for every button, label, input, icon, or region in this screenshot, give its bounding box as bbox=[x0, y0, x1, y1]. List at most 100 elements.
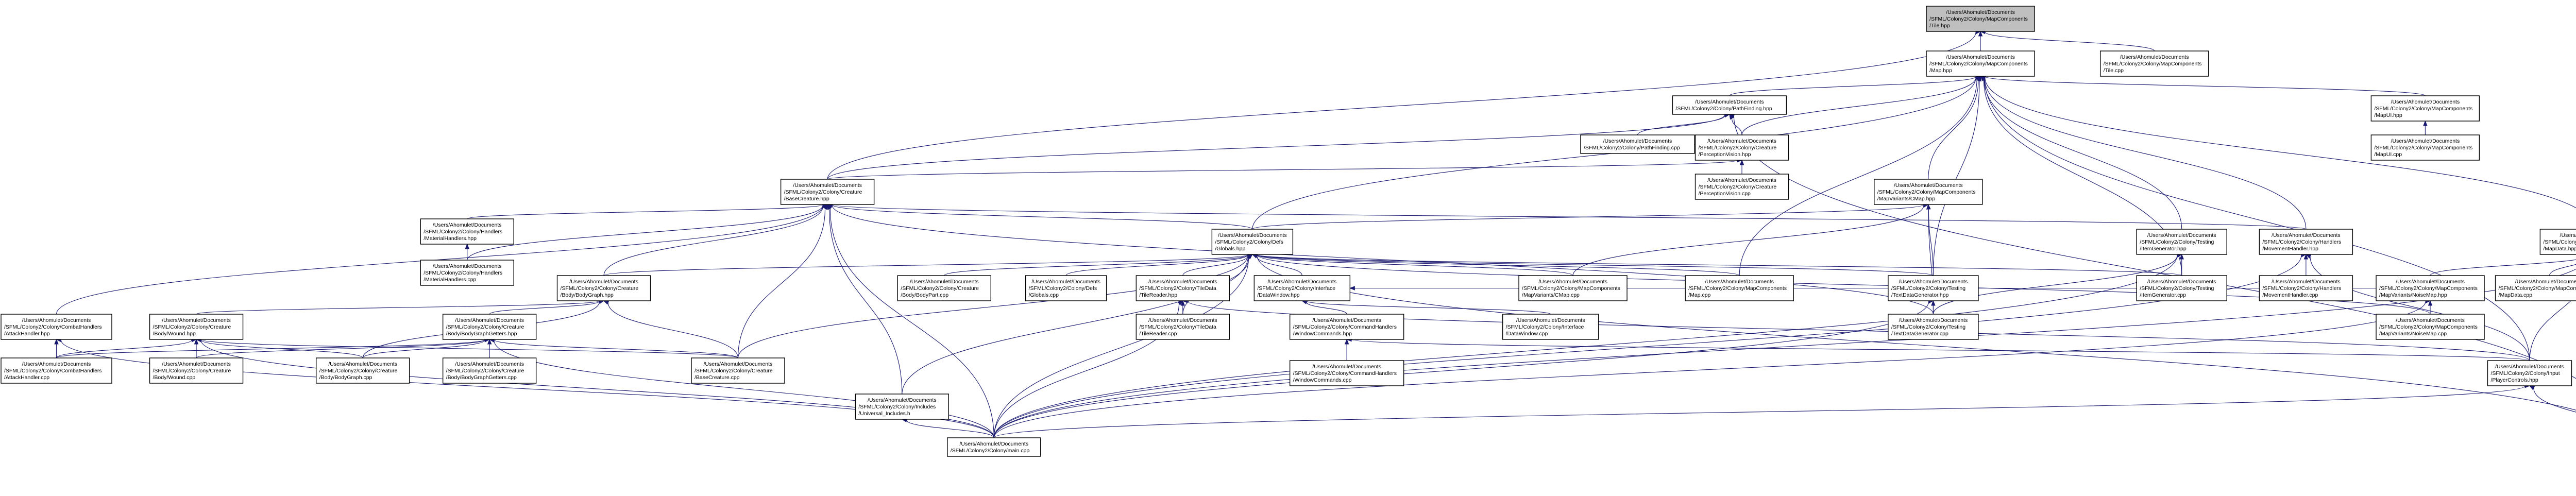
file-node-materialhandlers-hpp[interactable]: /Users/Ahomulet/Documents/SFML/Colony2/C… bbox=[420, 218, 514, 245]
file-node-attackhandler-cpp[interactable]: /Users/Ahomulet/Documents/SFML/Colony2/C… bbox=[1, 357, 112, 384]
file-node-datawindow-cpp[interactable]: /Users/Ahomulet/Documents/SFML/Colony2/C… bbox=[1502, 314, 1599, 340]
node-label-line: /SFML/Colony2/Colony/Handlers bbox=[423, 270, 502, 276]
edge-line bbox=[1256, 256, 1302, 276]
node-label-line: /PlayerControls.hpp bbox=[2490, 377, 2538, 383]
file-node-windowcommands-hpp[interactable]: /Users/Ahomulet/Documents/SFML/Colony2/C… bbox=[1289, 314, 1404, 340]
file-node-bodygraphgetters-hpp[interactable]: /Users/Ahomulet/Documents/SFML/Colony2/C… bbox=[442, 314, 537, 340]
file-node-itemgenerator-cpp[interactable]: /Users/Ahomulet/Documents/SFML/Colony2/C… bbox=[2136, 275, 2227, 301]
edge-line bbox=[993, 257, 1249, 438]
node-label-line: /SFML/Colony2/Colony/Input bbox=[2490, 370, 2560, 377]
node-label-line: /SFML/Colony2/Colony/Defs bbox=[1029, 285, 1097, 292]
include-edge bbox=[1252, 202, 1929, 230]
edge-line bbox=[1351, 339, 2530, 361]
include-edge bbox=[1729, 113, 1742, 135]
include-edge bbox=[2305, 254, 2530, 361]
file-node-pathfinding-cpp[interactable]: /Users/Ahomulet/Documents/SFML/Colony2/C… bbox=[1580, 134, 1695, 154]
file-node-mapui-cpp[interactable]: /Users/Ahomulet/Documents/SFML/Colony2/C… bbox=[2370, 134, 2480, 161]
file-node-tilereader-hpp[interactable]: /Users/Ahomulet/Documents/SFML/Colony2/C… bbox=[1136, 275, 1230, 301]
include-edge bbox=[2179, 253, 2184, 276]
node-label-line: /Users/Ahomulet/Documents bbox=[959, 441, 1028, 447]
edge-line bbox=[2430, 259, 2576, 276]
file-node-movementhandler-cpp[interactable]: /Users/Ahomulet/Documents/SFML/Colony2/C… bbox=[2259, 275, 2353, 301]
file-node-pathfinding-hpp[interactable]: /Users/Ahomulet/Documents/SFML/Colony2/C… bbox=[1672, 95, 1787, 115]
edge-line bbox=[196, 339, 485, 358]
node-label-line: /SFML/Colony2/Colony/MapComponents bbox=[2374, 145, 2472, 151]
file-node-globals-cpp[interactable]: /Users/Ahomulet/Documents/SFML/Colony2/C… bbox=[1025, 275, 1107, 301]
file-node-textdatagenerator-hpp[interactable]: /Users/Ahomulet/Documents/SFML/Colony2/C… bbox=[1888, 275, 1979, 301]
edge-line bbox=[1985, 76, 2426, 96]
file-node-map-cpp[interactable]: /Users/Ahomulet/Documents/SFML/Colony2/C… bbox=[1685, 275, 1794, 301]
node-label-line: /Universal_Includes.h bbox=[858, 411, 910, 417]
file-node-bodygraph-hpp[interactable]: /Users/Ahomulet/Documents/SFML/Colony2/C… bbox=[556, 275, 651, 301]
edge-line bbox=[1252, 204, 1924, 230]
include-edge bbox=[1979, 76, 2182, 230]
file-node-mapdata-cpp[interactable]: /Users/Ahomulet/Documents/SFML/Colony2/C… bbox=[2495, 275, 2576, 301]
file-node-wound-hpp[interactable]: /Users/Ahomulet/Documents/SFML/Colony2/C… bbox=[149, 314, 244, 340]
file-node-datawindow-hpp[interactable]: /Users/Ahomulet/Documents/SFML/Colony2/C… bbox=[1253, 275, 1351, 301]
file-node-windowcommands-cpp[interactable]: /Users/Ahomulet/Documents/SFML/Colony2/C… bbox=[1289, 360, 1404, 386]
include-edge bbox=[1572, 203, 1929, 276]
edge-arrowhead bbox=[1926, 203, 1931, 210]
node-label-line: /SFML/Colony2/Colony/Interface bbox=[1257, 285, 1335, 292]
node-label-line: /AttackHandler.hpp bbox=[4, 331, 50, 337]
file-node-perception-hpp[interactable]: /Users/Ahomulet/Documents/SFML/Colony2/C… bbox=[1694, 134, 1789, 161]
file-node-mapdata-hpp[interactable]: /Users/Ahomulet/Documents/SFML/Colony2/C… bbox=[2539, 229, 2576, 255]
node-box bbox=[442, 357, 537, 384]
node-label-line: /Map.hpp bbox=[1929, 67, 1952, 74]
file-node-tilereader-cpp[interactable]: /Users/Ahomulet/Documents/SFML/Colony2/C… bbox=[1136, 314, 1230, 340]
file-node-playercontrols-hpp[interactable]: /Users/Ahomulet/Documents/SFML/Colony2/C… bbox=[2487, 360, 2572, 386]
edge-line bbox=[196, 300, 600, 315]
file-node-movementhandler-hpp[interactable]: /Users/Ahomulet/Documents/SFML/Colony2/C… bbox=[2259, 229, 2353, 255]
file-node-wound-cpp[interactable]: /Users/Ahomulet/Documents/SFML/Colony2/C… bbox=[149, 357, 244, 384]
file-node-basecreature-hpp[interactable]: /Users/Ahomulet/Documents/SFML/Colony2/C… bbox=[780, 179, 875, 205]
edge-arrowhead bbox=[823, 203, 828, 210]
include-edge bbox=[1979, 74, 2426, 96]
include-edge bbox=[1931, 300, 1936, 315]
file-node-mapui-hpp[interactable]: /Users/Ahomulet/Documents/SFML/Colony2/C… bbox=[2370, 95, 2480, 122]
include-edge bbox=[488, 337, 739, 358]
edge-line bbox=[200, 340, 994, 438]
edge-line bbox=[944, 254, 1248, 276]
node-box bbox=[1694, 174, 1789, 200]
file-node-includes-hpp[interactable]: /Users/Ahomulet/Documents/SFML/Colony2/C… bbox=[855, 394, 950, 420]
node-label-line: /Body/Wound.hpp bbox=[153, 331, 196, 337]
file-node-cmap-cpp[interactable]: /Users/Ahomulet/Documents/SFML/Colony2/C… bbox=[1518, 275, 1628, 301]
node-box bbox=[1926, 50, 2035, 77]
edge-line bbox=[829, 208, 994, 438]
file-node-bodypart-cpp[interactable]: /Users/Ahomulet/Documents/SFML/Colony2/C… bbox=[897, 275, 991, 301]
node-label-line: /Users/Ahomulet/Documents bbox=[1603, 138, 1672, 144]
node-label-line: /Users/Ahomulet/Documents bbox=[569, 279, 638, 285]
file-node-attackhandler-hpp[interactable]: /Users/Ahomulet/Documents/SFML/Colony2/C… bbox=[1, 314, 112, 340]
file-node-main-cpp[interactable]: /Users/Ahomulet/Documents/SFML/Colony2/C… bbox=[947, 437, 1041, 457]
file-node-bodygraphgetters-cpp[interactable]: /Users/Ahomulet/Documents/SFML/Colony2/C… bbox=[442, 357, 537, 384]
file-node-textdatagenerator-cpp[interactable]: /Users/Ahomulet/Documents/SFML/Colony2/C… bbox=[1888, 314, 1979, 340]
file-node-noisemap-cpp[interactable]: /Users/Ahomulet/Documents/SFML/Colony2/C… bbox=[2376, 314, 2485, 340]
file-node-materialhandlers-cpp[interactable]: /Users/Ahomulet/Documents/SFML/Colony2/C… bbox=[420, 260, 514, 286]
edge-arrowhead bbox=[54, 338, 59, 345]
edge-line bbox=[494, 339, 739, 358]
file-node-bodygraph-cpp[interactable]: /Users/Ahomulet/Documents/SFML/Colony2/C… bbox=[315, 357, 410, 384]
file-node-globals-hpp[interactable]: /Users/Ahomulet/Documents/SFML/Colony2/C… bbox=[1211, 229, 1294, 255]
edge-arrowhead bbox=[1978, 30, 1983, 37]
file-node-perception-cpp[interactable]: /Users/Ahomulet/Documents/SFML/Colony2/C… bbox=[1694, 174, 1789, 200]
node-label-line: /SFML/Colony2/Colony/Creature bbox=[446, 324, 524, 330]
file-node-noisemap-hpp[interactable]: /Users/Ahomulet/Documents/SFML/Colony2/C… bbox=[2376, 275, 2485, 301]
file-node-tile-cpp[interactable]: /Users/Ahomulet/Documents/SFML/Colony2/C… bbox=[2099, 50, 2209, 77]
node-label-line: /SFML/Colony2/Colony/Includes bbox=[858, 404, 936, 410]
node-label-line: /SFML/Colony2/Colony/CommandHandlers bbox=[1293, 370, 1397, 377]
edge-line bbox=[1257, 254, 2431, 315]
edge-line bbox=[60, 339, 994, 438]
node-box bbox=[1580, 134, 1695, 154]
edge-line bbox=[1984, 78, 2530, 361]
include-edge bbox=[1180, 300, 1185, 315]
edge-line bbox=[494, 340, 994, 438]
node-label-line: /SFML/Colony2/Colony/MapComponents bbox=[2543, 239, 2576, 245]
file-node-itemgenerator-hpp[interactable]: /Users/Ahomulet/Documents/SFML/Colony2/C… bbox=[2136, 229, 2227, 255]
file-node-basecreature-cpp[interactable]: /Users/Ahomulet/Documents/SFML/Colony2/C… bbox=[691, 357, 785, 384]
node-label-line: /MapVariants/NoiseMap.hpp bbox=[2379, 292, 2447, 298]
file-node-cmap-hpp[interactable]: /Users/Ahomulet/Documents/SFML/Colony2/C… bbox=[1874, 179, 1983, 205]
node-box bbox=[1289, 314, 1404, 340]
node-label-line: /SFML/Colony2/Colony/Creature bbox=[784, 189, 862, 195]
node-box bbox=[1685, 275, 1794, 301]
file-node-map-hpp[interactable]: /Users/Ahomulet/Documents/SFML/Colony2/C… bbox=[1926, 50, 2035, 77]
